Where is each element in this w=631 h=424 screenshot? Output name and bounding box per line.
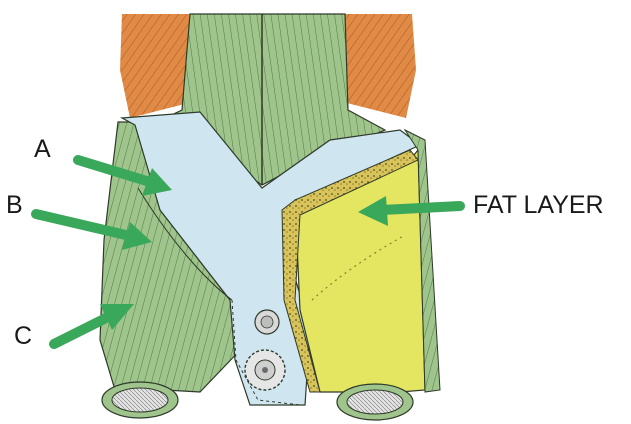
label-fat-layer: FAT LAYER xyxy=(473,193,604,218)
umbilicus-icon xyxy=(255,310,279,334)
label-b: B xyxy=(6,193,23,218)
limb-stump-right xyxy=(337,384,413,420)
limb-stump-left xyxy=(102,382,178,418)
node-icon xyxy=(245,350,285,390)
label-c: C xyxy=(14,324,32,349)
label-a: A xyxy=(34,137,51,162)
